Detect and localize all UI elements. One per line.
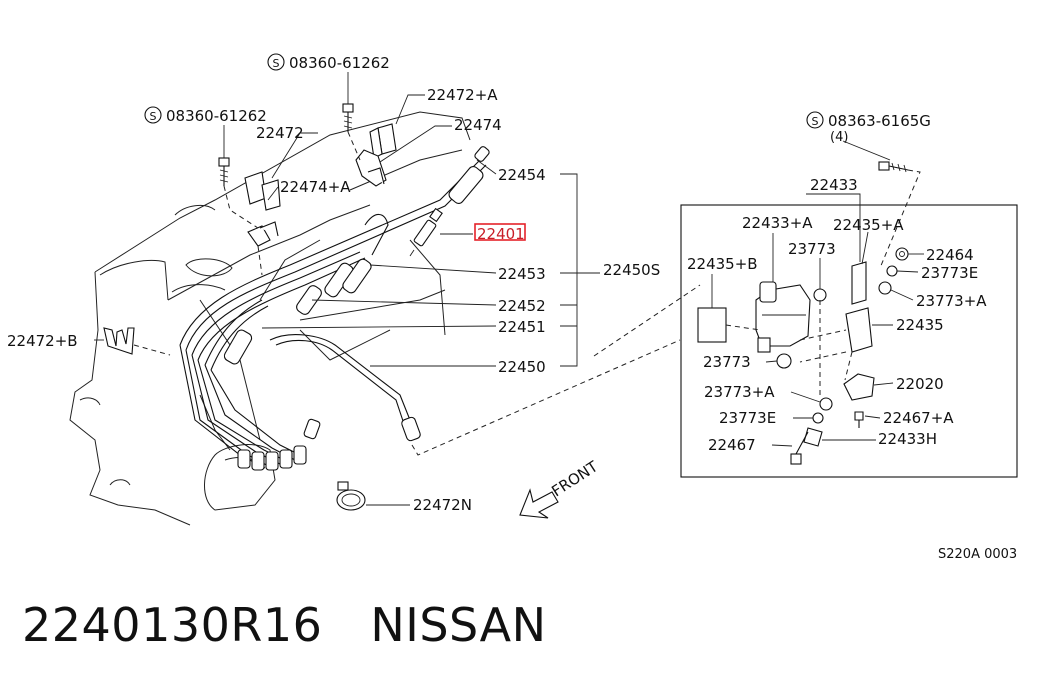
label-cable-22451[interactable]: 22451	[498, 318, 546, 336]
bracket-22435-icon	[845, 307, 873, 353]
cable-boot-22451	[223, 329, 253, 365]
distributor-end-boots	[237, 418, 321, 471]
cable-boot-22452	[296, 285, 322, 315]
label-bolt-08363-qty: (4)	[830, 130, 848, 145]
cable-boot-22454	[448, 146, 490, 204]
clip-22472-icon	[244, 171, 281, 211]
label-bracket-22435[interactable]: 22435	[896, 316, 944, 334]
label-bolt-08363[interactable]: 08363-6165G	[828, 112, 931, 130]
label-cable-22454[interactable]: 22454	[498, 166, 546, 184]
cable-boot-22450	[401, 416, 421, 442]
label-cable-22453[interactable]: 22453	[498, 265, 546, 283]
coil-assembly-panel	[680, 204, 1018, 478]
brand-name: NISSAN	[370, 598, 547, 652]
bracket-22435B-icon	[697, 292, 727, 343]
standard-part-symbols: S S S	[144, 53, 824, 129]
nut-23773-top-icon	[813, 288, 827, 302]
part-number: 2240130R16	[22, 598, 323, 652]
label-washer-23773E-top[interactable]: 23773E	[921, 264, 978, 282]
parts-diagram: S S S 08360-61262 08360-61262 22472+A 22…	[7, 53, 1018, 560]
label-ref-code: S220A 0003	[938, 547, 1017, 560]
bolt-22467-icon	[790, 431, 809, 465]
bolt-22467A-icon	[854, 411, 864, 428]
label-bolt-22467[interactable]: 22467	[708, 436, 756, 454]
clip-22474A-icon	[247, 221, 279, 247]
front-arrow-icon	[519, 488, 559, 519]
label-cover-22020[interactable]: 22020	[896, 375, 944, 393]
label-washer-23773E-bottom[interactable]: 23773E	[719, 409, 776, 427]
label-cable-22452[interactable]: 22452	[498, 297, 546, 315]
spark-plug-icon	[409, 207, 443, 257]
bolt-22433H-icon	[803, 427, 823, 447]
label-washer-23773A-top[interactable]: 23773+A	[916, 292, 987, 310]
engine-block	[69, 111, 471, 526]
svg-text:S: S	[150, 110, 157, 123]
highlight-box	[474, 223, 526, 241]
label-coil-22433[interactable]: 22433	[810, 176, 858, 194]
label-clip-22474A[interactable]: 22474+A	[280, 178, 351, 196]
clip-22472N-icon	[336, 481, 366, 511]
clip-22474-icon	[355, 149, 387, 187]
bracket-22435A-icon	[851, 261, 867, 305]
label-coil-22433A[interactable]: 22433+A	[742, 214, 813, 232]
label-nut-23773-bottom[interactable]: 23773	[703, 353, 751, 371]
bolt-08363-icon	[878, 161, 909, 173]
label-cable-22450[interactable]: 22450	[498, 358, 546, 376]
washer-23773A-bottom-icon	[819, 397, 833, 411]
label-front: FRONT	[548, 457, 601, 500]
washer-23773E-bottom-icon	[812, 412, 824, 424]
label-bolt-22433H[interactable]: 22433H	[878, 430, 937, 448]
ignition-coil-icon	[755, 281, 811, 353]
clip-22472A-icon	[369, 123, 397, 159]
cover-22020-icon	[843, 373, 875, 401]
svg-text:S: S	[812, 115, 819, 128]
label-bracket-22435B[interactable]: 22435+B	[687, 255, 758, 273]
label-clip-22472N[interactable]: 22472N	[413, 496, 472, 514]
bolt-08360-left-icon	[218, 157, 230, 186]
label-nut-22464[interactable]: 22464	[926, 246, 974, 264]
label-cable-set-22450S[interactable]: 22450S	[603, 261, 660, 279]
part-number-footer: 2240130R16 NISSAN	[22, 598, 546, 652]
label-nut-23773-top[interactable]: 23773	[788, 240, 836, 258]
cable-boot-22453	[324, 258, 372, 298]
label-clip-22474[interactable]: 22474	[454, 116, 502, 134]
label-bolt-08360-top[interactable]: 08360-61262	[289, 54, 390, 72]
label-bracket-22435A[interactable]: 22435+A	[833, 216, 904, 234]
nut-23773-bottom-icon	[776, 353, 792, 369]
washer-23773E-top-icon	[886, 265, 898, 277]
label-bolt-22467A[interactable]: 22467+A	[883, 409, 954, 427]
nut-22464-icon	[895, 247, 909, 261]
label-clip-22472[interactable]: 22472	[256, 124, 304, 142]
label-clip-22472B[interactable]: 22472+B	[7, 332, 78, 350]
label-bolt-08360-left[interactable]: 08360-61262	[166, 107, 267, 125]
leader-lines	[94, 72, 924, 506]
clip-22472B-icon	[103, 327, 135, 355]
part-labels: 08360-61262 08360-61262 22472+A 22474 22…	[7, 54, 1017, 560]
label-washer-23773A-bottom[interactable]: 23773+A	[704, 383, 775, 401]
dashed-connectors	[133, 131, 921, 456]
bolt-08360-top-icon	[342, 103, 354, 132]
label-clip-22472A[interactable]: 22472+A	[427, 86, 498, 104]
washer-23773A-top-icon	[878, 281, 892, 295]
label-plug-22401[interactable]: 22401	[477, 225, 525, 243]
svg-text:S: S	[273, 57, 280, 70]
